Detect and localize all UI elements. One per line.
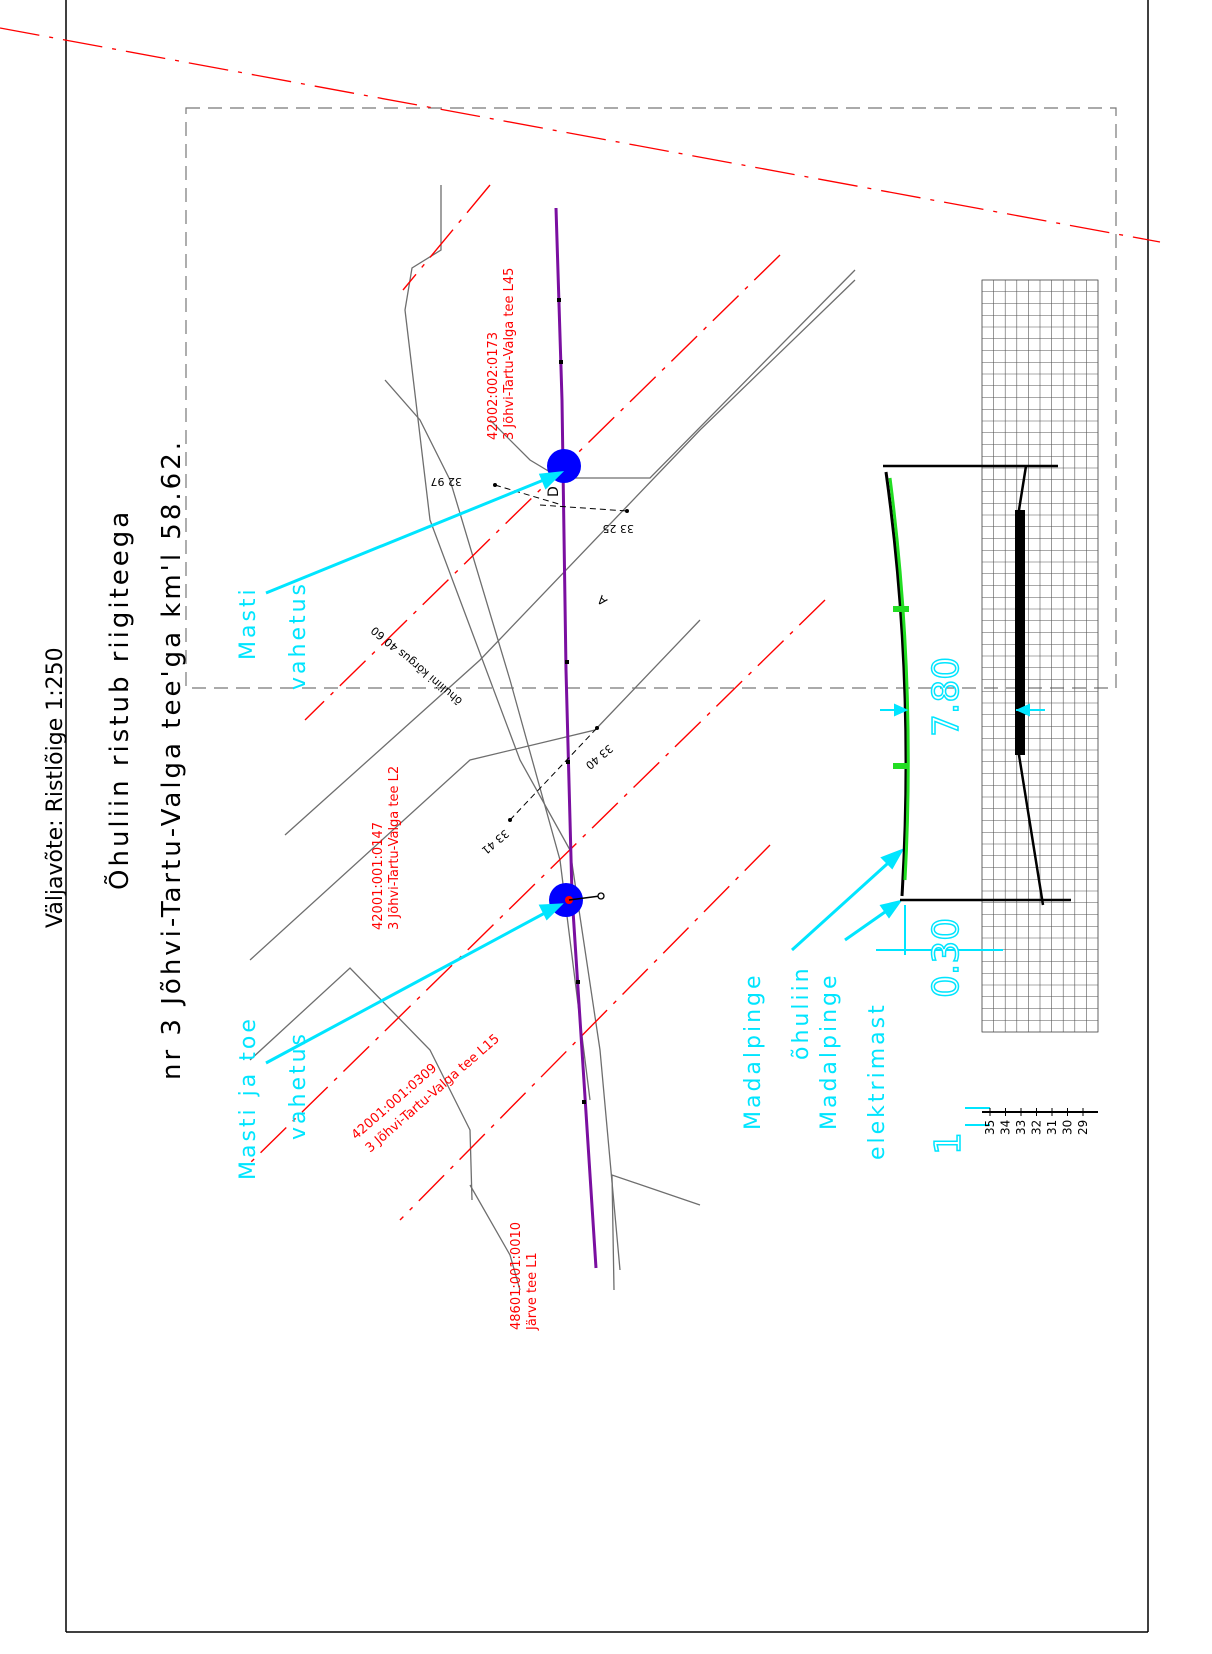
dimension-unit: 1 <box>928 1132 969 1155</box>
elevation-3340: 33 40 <box>583 742 615 772</box>
road-edge-1 <box>249 619 701 961</box>
parcel-labels: 42002:002:0173 3 Jõhvi-Tartu-Valga tee L… <box>349 268 540 1331</box>
red-line-d <box>399 844 771 1221</box>
profile-grid <box>981 279 1099 1033</box>
profile-road-surface <box>1015 510 1025 755</box>
parcel-4-id: 48601:001:0010 <box>509 1222 524 1330</box>
callout-arrow-mast <box>265 473 557 595</box>
guy-anchor <box>597 892 605 900</box>
callout-mast-2: vahetus <box>286 581 311 690</box>
dimension-780: 7.80 <box>926 657 967 737</box>
callout-lv-pole-1: Madalpinge <box>817 972 842 1130</box>
elevation-3297: 32 97 <box>431 475 463 488</box>
callout-arrows <box>265 471 905 1065</box>
callout-texts: Masti vahetus Masti ja toe vahetus Madal… <box>236 581 890 1180</box>
road-edge-2 <box>284 279 856 836</box>
red-line-c <box>247 599 826 1166</box>
mast-d-label: D <box>546 486 562 497</box>
parcel-2-name: 3 Jõhvi-Tartu-Valga tee L2 <box>387 766 402 930</box>
arrow-a-label: A <box>594 592 610 609</box>
power-line <box>554 207 598 1269</box>
scale-tick-label: 33 <box>1014 1120 1028 1135</box>
elevation-3325: 33 25 <box>603 522 635 535</box>
extract-boundary <box>185 107 1117 689</box>
profile-dimension-texts: 7.80 0.30 1 <box>925 656 970 1156</box>
scale-tick-label: 35 <box>983 1120 997 1135</box>
callout-lv-line-2: õhuliin <box>789 965 814 1060</box>
profile-marker-2 <box>893 763 909 769</box>
callout-mast-support-2: vahetus <box>286 1031 311 1140</box>
line-height-label: õhuliini kõrgus 40 60 <box>368 624 465 708</box>
elevation-labels: 32 97 33 25 33 40 33 41 õhuliini kõrgus … <box>368 475 634 857</box>
parcel-line-5 <box>611 1174 701 1291</box>
scale-tick-label: 30 <box>1061 1120 1075 1135</box>
profile-section <box>883 464 1071 906</box>
profile-marker-1 <box>893 606 909 612</box>
survey-lines <box>494 484 628 821</box>
scale-tick-label: 32 <box>1030 1120 1044 1135</box>
callout-arrow-lv-line <box>790 853 899 952</box>
callout-arrow-mast-support <box>265 905 557 1065</box>
profile-grid-border <box>981 279 1099 1033</box>
protection-zone-line <box>0 27 1161 243</box>
red-line-a <box>402 184 491 291</box>
parcel-2-id: 42001:001:0147 <box>371 822 386 930</box>
scale-tick-label: 29 <box>1076 1120 1090 1135</box>
parcel-line-6 <box>469 1184 521 1291</box>
callout-mast-1: Masti <box>236 586 261 660</box>
main-title-line2: nr 3 Jõhvi-Tartu-Valga tee'ga km'l 58.62… <box>157 439 187 1080</box>
survey-points <box>493 483 629 822</box>
main-title-line1: Õhuliin ristub riigiteega <box>103 509 135 890</box>
parcel-4-name: Järve tee L1 <box>525 1252 540 1331</box>
red-line-b <box>304 254 781 721</box>
scale-tick-label: 31 <box>1045 1120 1059 1135</box>
power-line-ticks <box>557 298 586 1104</box>
elevation-3341: 33 41 <box>479 827 511 857</box>
road-protection-lines <box>247 184 826 1221</box>
profile-dimensions <box>876 703 1045 1126</box>
profile-line-sag <box>884 471 908 897</box>
callout-mast-support-1: Masti ja toe <box>236 1016 261 1180</box>
callout-lv-line-1: Madalpinge <box>741 972 766 1130</box>
callout-lv-pole-2: elektrimast <box>865 1002 890 1160</box>
parcel-line-3 <box>489 269 856 479</box>
parcel-line-4 <box>249 967 473 1201</box>
dimension-030: 0.30 <box>926 918 967 998</box>
scale-tick-label: 34 <box>999 1120 1013 1135</box>
parcel-1-name: 3 Jõhvi-Tartu-Valga tee L45 <box>502 268 517 440</box>
extract-title: Väljavõte: Ristlõige 1:250 <box>43 647 68 928</box>
parcel-1-id: 42002:002:0173 <box>486 332 501 440</box>
guy-wire <box>568 895 601 901</box>
profile-lv-green <box>888 477 910 881</box>
